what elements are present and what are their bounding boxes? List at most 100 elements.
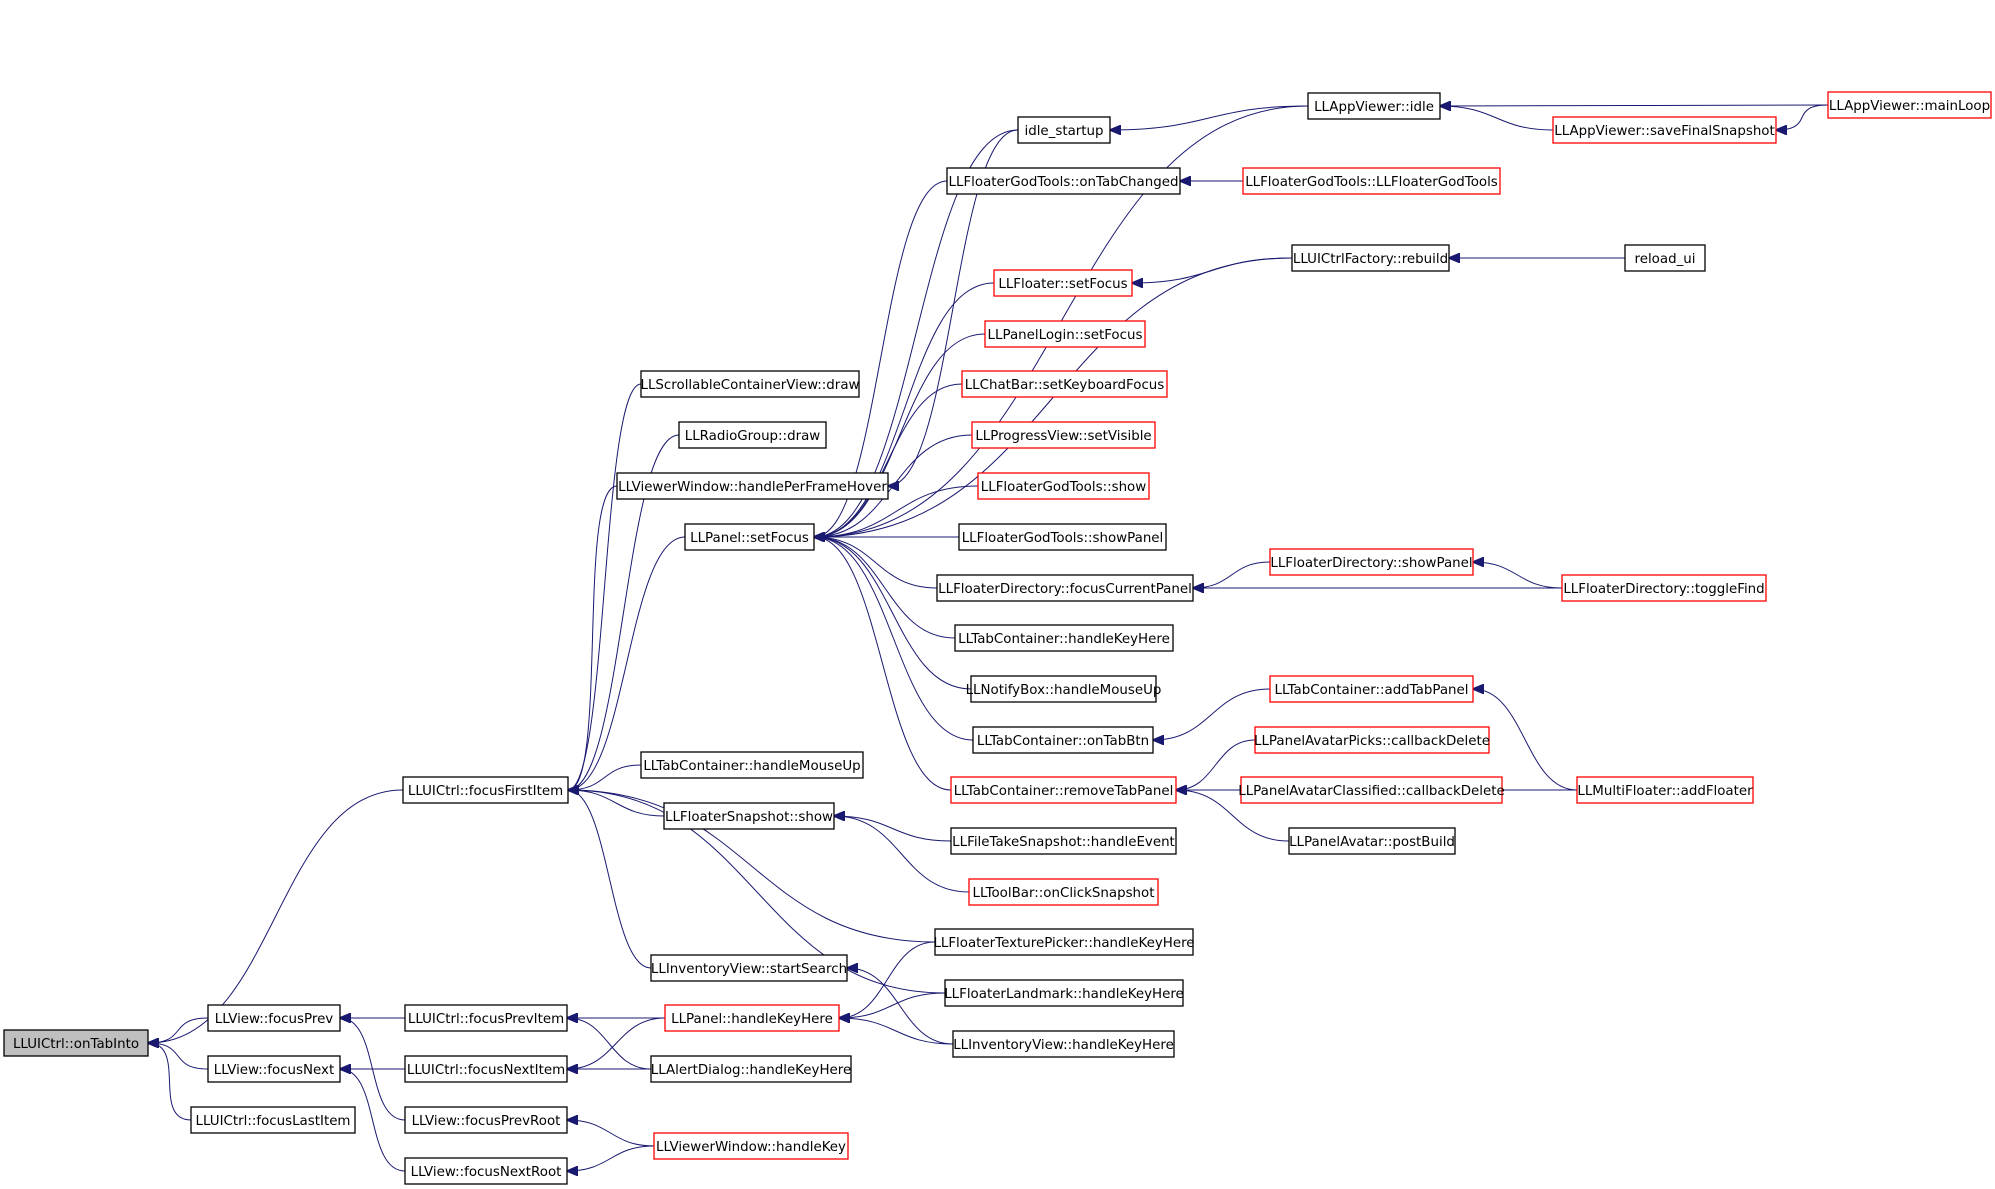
graph-node[interactable]: LLUICtrl::focusPrevItem [404,1004,568,1032]
graph-node[interactable]: LLPanel::handleKeyHere [664,1004,840,1032]
node-box [1269,675,1474,703]
node-label: LLFloaterTexturePicker::handleKeyHere [933,936,1194,951]
call-edge-n16-to-n6 [567,1017,666,1069]
graph-node[interactable]: LLFloaterDirectory::toggleFind [1561,574,1767,602]
node-label: LLUICtrl::focusPrevItem [408,1012,564,1027]
node-box [640,370,860,398]
node-label: LLRadioGroup::draw [685,429,821,444]
call-edge-n18-to-n8 [567,1145,655,1171]
graph-node[interactable]: LLView::focusPrev [207,1004,341,1032]
graph-node[interactable]: LLProgressView::setVisible [971,421,1156,449]
graph-node[interactable]: LLTabContainer::onTabBtn [972,726,1154,754]
call-edge-n9-to-n4 [568,383,642,790]
graph-node[interactable]: LLPanel::setFocus [684,523,815,551]
node-box [950,776,1177,804]
call-edge-n32-to-n14 [834,816,952,842]
graph-node[interactable]: LLUICtrl::focusLastItem [190,1106,356,1134]
graph-node[interactable]: LLUICtrl::focusFirstItem [402,776,569,804]
graph-node[interactable]: LLView::focusPrevRoot [404,1106,568,1134]
node-label: LLFloaterDirectory::focusCurrentPanel [938,582,1192,597]
call-edge-n33-to-n14 [834,816,970,893]
graph-node[interactable]: LLPanelAvatar::postBuild [1288,827,1456,855]
node-box [404,1004,568,1032]
node-label: LLTabContainer::handleKeyHere [958,632,1170,647]
graph-node[interactable]: LLRadioGroup::draw [678,421,827,449]
graph-node[interactable]: LLAppViewer::idle [1307,92,1441,120]
node-label: LLTabContainer::removeTabPanel [954,784,1174,799]
node-label: LLView::focusNextRoot [411,1165,562,1180]
node-label: LLUICtrl::onTabInto [13,1037,139,1052]
graph-node[interactable]: LLFloater::setFocus [993,269,1133,297]
node-box [1240,776,1503,804]
node-label: LLFileTakeSnapshot::handleEvent [952,835,1175,850]
graph-node[interactable]: LLUICtrlFactory::rebuild [1291,244,1450,272]
node-box [678,421,827,449]
graph-node[interactable]: LLViewerWindow::handlePerFrameHover [616,472,889,500]
graph-node[interactable]: LLTabContainer::handleKeyHere [954,624,1174,652]
graph-node[interactable]: LLFloaterGodTools::LLFloaterGodTools [1242,167,1501,195]
graph-node[interactable]: LLScrollableContainerView::draw [640,370,860,398]
graph-node[interactable]: LLTabContainer::addTabPanel [1269,675,1474,703]
node-label: idle_startup [1024,124,1103,139]
node-label: LLView::focusPrevRoot [412,1114,561,1129]
graph-node[interactable]: LLAppViewer::mainLoop [1827,91,1992,119]
graph-node[interactable]: LLTabContainer::handleMouseUp [640,751,864,779]
node-label: LLPanel::setFocus [690,531,809,546]
node-box [650,1055,852,1083]
call-edge-n23-to-n12 [814,383,963,537]
graph-node[interactable]: LLPanelAvatarClassified::callbackDelete [1238,776,1505,804]
node-box [1307,92,1441,120]
graph-node[interactable]: LLPanelAvatarPicks::callbackDelete [1254,726,1490,754]
graph-node[interactable]: LLFloaterLandmark::handleKeyHere [944,979,1184,1007]
graph-node[interactable]: LLInventoryView::handleKeyHere [952,1030,1175,1058]
node-box [207,1004,341,1032]
call-edge-n28-to-n12 [814,537,956,639]
graph-node[interactable]: LLView::focusNextRoot [404,1157,568,1185]
graph-node[interactable]: LLAppViewer::saveFinalSnapshot [1552,116,1777,144]
call-edge-n3-to-n0 [148,1043,192,1121]
call-edge-n36-to-n16 [839,1018,954,1045]
node-box [1552,116,1777,144]
node-label: LLNotifyBox::handleMouseUp [966,683,1162,698]
node-box [1288,827,1456,855]
node-label: LLUICtrl::focusLastItem [196,1114,351,1129]
graph-node[interactable]: LLInventoryView::startSearch [650,954,848,982]
graph-node[interactable]: LLPanelLogin::setFocus [984,320,1146,348]
graph-node[interactable]: LLFloaterDirectory::showPanel [1269,548,1474,576]
call-edge-n29-to-n12 [814,537,972,690]
graph-node[interactable]: LLFloaterSnapshot::show [663,802,835,830]
graph-node[interactable]: LLAlertDialog::handleKeyHere [650,1055,852,1083]
graph-node[interactable]: LLFloaterGodTools::show [977,472,1150,500]
node-box [402,776,569,804]
call-edge-n14-to-n4 [568,790,665,817]
graph-node[interactable]: LLUICtrl::focusNextItem [404,1055,568,1083]
node-box [961,370,1168,398]
graph-node[interactable]: reload_ui [1624,244,1706,272]
graph-node[interactable]: LLChatBar::setKeyboardFocus [961,370,1168,398]
graph-node[interactable]: LLFloaterDirectory::focusCurrentPanel [936,574,1194,602]
node-label: LLAppViewer::saveFinalSnapshot [1554,124,1775,139]
node-layer: LLUICtrl::onTabIntoLLView::focusPrevLLVi… [3,91,1992,1185]
graph-node[interactable]: LLView::focusNext [207,1055,341,1083]
node-label: LLViewerWindow::handleKey [656,1140,846,1155]
node-box [952,1030,1175,1058]
graph-node[interactable]: LLToolBar::onClickSnapshot [968,878,1159,906]
node-box [970,675,1157,703]
graph-node[interactable]: LLFileTakeSnapshot::handleEvent [950,827,1177,855]
graph-node[interactable]: LLFloaterGodTools::showPanel [958,523,1167,551]
node-box [404,1055,568,1083]
graph-node[interactable]: idle_startup [1017,116,1111,144]
node-box [936,574,1194,602]
graph-node[interactable]: LLMultiFloater::addFloater [1576,776,1754,804]
graph-node[interactable]: LLNotifyBox::handleMouseUp [966,675,1162,703]
graph-node[interactable]: LLTabContainer::removeTabPanel [950,776,1177,804]
node-label: LLAlertDialog::handleKeyHere [651,1063,851,1078]
graph-node[interactable]: LLUICtrl::onTabInto [3,1029,149,1057]
node-box [971,421,1156,449]
graph-node[interactable]: LLFloaterTexturePicker::handleKeyHere [933,928,1195,956]
node-box [1291,244,1450,272]
node-box [1624,244,1706,272]
graph-node[interactable]: LLViewerWindow::handleKey [653,1132,849,1160]
graph-node[interactable]: LLFloaterGodTools::onTabChanged [946,167,1181,195]
node-box [653,1132,849,1160]
